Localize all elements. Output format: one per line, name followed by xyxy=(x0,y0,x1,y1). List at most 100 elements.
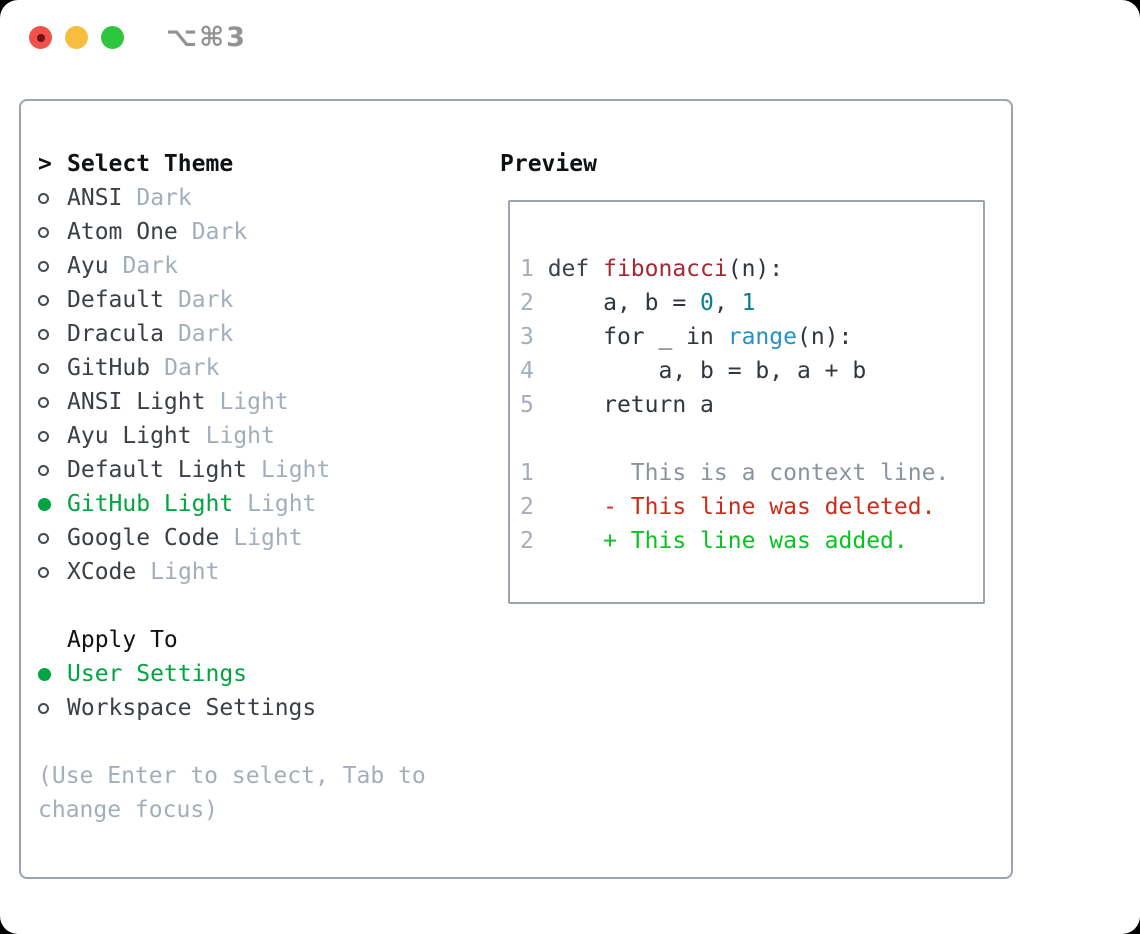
code-segment: 5 xyxy=(520,392,548,418)
code-line xyxy=(520,422,983,456)
code-segment: 2 xyxy=(520,494,548,520)
keyboard-hint: (Use Enter to select, Tab to change focu… xyxy=(38,763,426,823)
spacer-row xyxy=(38,589,488,623)
radio-icon xyxy=(38,260,67,272)
theme-name: ANSI xyxy=(67,185,123,211)
theme-variant-tag: Dark xyxy=(164,355,220,381)
code-segment: 4 xyxy=(520,358,548,384)
code-line: 1 def fibonacci(n): xyxy=(520,252,983,286)
theme-option[interactable]: ANSI Light Light xyxy=(38,385,488,419)
theme-name: GitHub Light xyxy=(67,491,234,517)
radio-icon xyxy=(38,464,67,476)
code-segment: def xyxy=(547,256,604,282)
theme-variant-tag: Light xyxy=(150,559,220,585)
selected-radio-icon xyxy=(38,497,67,511)
code-segment: 2 xyxy=(520,290,548,316)
window-title: ⌥⌘3 xyxy=(166,22,247,53)
code-segment: range xyxy=(727,324,797,350)
select-theme-header-row: > Select Theme xyxy=(38,147,488,181)
code-segment: 3 xyxy=(520,324,548,350)
radio-icon xyxy=(38,294,67,306)
theme-option[interactable]: Ayu Light Light xyxy=(38,419,488,453)
selected-radio-icon xyxy=(38,667,67,681)
code-segment: 1 xyxy=(741,290,756,316)
preview-header: Preview xyxy=(500,151,597,177)
apply-to-name: User Settings xyxy=(67,661,248,687)
theme-name: Default xyxy=(67,287,164,313)
theme-variant-tag: Light xyxy=(261,457,331,483)
theme-variant-tag: Dark xyxy=(122,253,178,279)
code-segment: , xyxy=(713,290,742,316)
code-segment: a, b = b, a + b xyxy=(547,358,867,384)
radio-icon xyxy=(38,702,67,714)
apply-to-header-row: Apply To xyxy=(38,623,488,657)
radio-icon xyxy=(38,328,67,340)
theme-name: Ayu Light xyxy=(67,423,192,449)
unsaved-changes-dot-icon xyxy=(36,33,45,42)
code-segment: for _ in xyxy=(547,324,728,350)
code-line: 3 for _ in range(n): xyxy=(520,320,983,354)
code-segment: (n): xyxy=(796,324,853,350)
theme-variant-tag: Light xyxy=(247,491,317,517)
select-theme-header: Select Theme xyxy=(67,151,234,177)
theme-name: Dracula xyxy=(67,321,164,347)
radio-icon xyxy=(38,396,67,408)
theme-name: Atom One xyxy=(67,219,178,245)
close-button[interactable] xyxy=(29,26,52,49)
window-titlebar: ⌥⌘3 xyxy=(0,0,1140,74)
theme-name: GitHub xyxy=(67,355,151,381)
theme-name: XCode xyxy=(67,559,137,585)
code-segment: 0 xyxy=(700,290,714,316)
apply-to-header: Apply To xyxy=(67,627,178,653)
code-segment: return a xyxy=(547,392,714,418)
theme-name: Google Code xyxy=(67,525,220,551)
zoom-button[interactable] xyxy=(101,26,124,49)
code-segment: + This line was added. xyxy=(547,528,908,554)
theme-option[interactable]: Default Dark xyxy=(38,283,488,317)
code-line: 1 This is a context line. xyxy=(520,456,983,490)
code-line: 5 return a xyxy=(520,388,983,422)
spacer-row xyxy=(38,725,488,759)
apply-to-option[interactable]: Workspace Settings xyxy=(38,691,488,725)
prompt-icon: > xyxy=(38,151,52,177)
theme-variant-tag: Dark xyxy=(177,287,234,313)
code-segment: 2 xyxy=(520,528,548,554)
radio-icon xyxy=(38,226,67,238)
theme-option[interactable]: Default Light Light xyxy=(38,453,488,487)
code-line: 2 a, b = 0, 1 xyxy=(520,286,983,320)
code-segment: - This line was deleted. xyxy=(547,494,936,520)
theme-variant-tag: Dark xyxy=(177,321,234,347)
theme-variant-tag: Dark xyxy=(191,219,248,245)
theme-option[interactable]: Ayu Dark xyxy=(38,249,488,283)
theme-variant-tag: Light xyxy=(219,389,289,415)
minimize-button[interactable] xyxy=(65,26,88,49)
code-line: 2 - This line was deleted. xyxy=(520,490,983,524)
theme-name: ANSI Light xyxy=(67,389,206,415)
theme-name: Ayu xyxy=(67,253,109,279)
theme-name: Default Light xyxy=(67,457,248,483)
theme-variant-tag: Light xyxy=(205,423,275,449)
radio-icon xyxy=(38,566,67,578)
radio-icon xyxy=(38,362,67,374)
theme-variant-tag: Dark xyxy=(136,185,192,211)
code-segment: 1 xyxy=(520,256,548,282)
code-line: 4 a, b = b, a + b xyxy=(520,354,983,388)
theme-option[interactable]: GitHub Light Light xyxy=(38,487,488,521)
radio-icon xyxy=(38,192,67,204)
theme-option[interactable]: GitHub Dark xyxy=(38,351,488,385)
code-segment: (n): xyxy=(727,256,784,282)
theme-option[interactable]: Dracula Dark xyxy=(38,317,488,351)
apply-to-option[interactable]: User Settings xyxy=(38,657,488,691)
theme-option[interactable]: XCode Light xyxy=(38,555,488,589)
theme-option[interactable]: Atom One Dark xyxy=(38,215,488,249)
apply-to-name: Workspace Settings xyxy=(67,695,317,721)
radio-icon xyxy=(38,532,67,544)
radio-icon xyxy=(38,430,67,442)
theme-option[interactable]: ANSI Dark xyxy=(38,181,488,215)
